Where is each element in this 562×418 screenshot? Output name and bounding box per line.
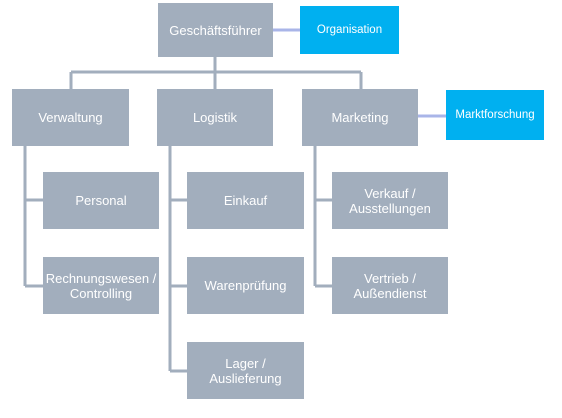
box-verwaltung-label: Verwaltung — [38, 110, 103, 125]
box-verwaltung: Verwaltung — [12, 89, 129, 146]
box-rechnungswesen-controlling-label: Rechnungswesen / Controlling — [45, 270, 157, 301]
box-marktforschung-label: Marktforschung — [455, 108, 535, 121]
box-warenpruefung: Warenprüfung — [187, 257, 304, 314]
box-rechnungswesen-controlling: Rechnungswesen / Controlling — [43, 257, 159, 314]
box-personal: Personal — [43, 172, 159, 229]
box-marketing-label: Marketing — [331, 110, 389, 125]
box-marketing: Marketing — [302, 89, 418, 146]
box-vertrieb-aussendienst-label: Vertrieb / Außendienst — [353, 270, 427, 301]
box-personal-label: Personal — [75, 193, 127, 208]
box-marktforschung: Marktforschung — [446, 90, 544, 140]
box-einkauf: Einkauf — [187, 172, 304, 229]
box-geschaeftsfuehrer: Geschäftsführer — [158, 3, 273, 57]
box-lager-auslieferung-label: Lager / Auslieferung — [209, 355, 282, 386]
box-vertrieb-aussendienst: Vertrieb / Außendienst — [332, 257, 448, 314]
box-lager-auslieferung: Lager / Auslieferung — [187, 342, 304, 399]
box-verkauf-ausstellungen: Verkauf / Ausstellungen — [332, 172, 448, 229]
box-verkauf-ausstellungen-label: Verkauf / Ausstellungen — [349, 185, 431, 216]
box-logistik: Logistik — [157, 89, 273, 146]
box-logistik-label: Logistik — [192, 110, 238, 125]
box-warenpruefung-label: Warenprüfung — [204, 278, 287, 293]
box-organisation: Organisation — [300, 6, 399, 54]
box-organisation-label: Organisation — [316, 23, 383, 36]
box-einkauf-label: Einkauf — [223, 193, 268, 208]
box-geschaeftsfuehrer-label: Geschäftsführer — [169, 22, 262, 38]
